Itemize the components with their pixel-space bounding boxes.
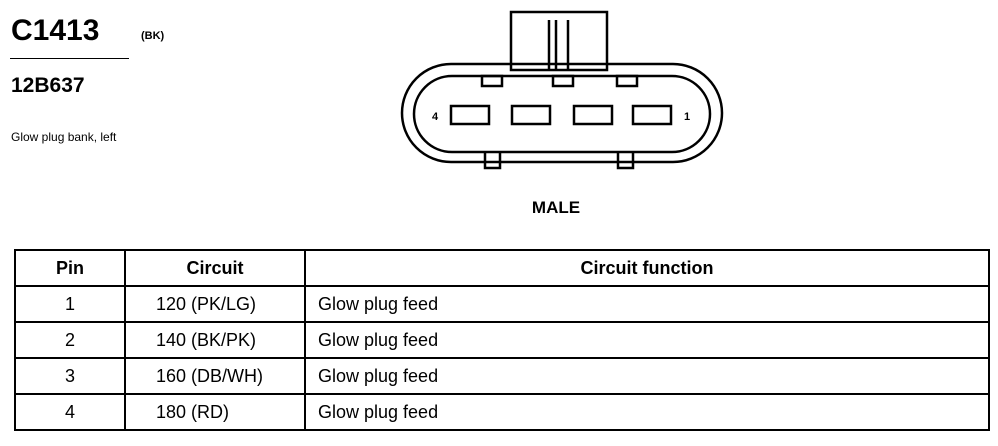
circuit-cell: 120 (PK/LG) [124,285,306,323]
connector-id-underline [10,58,129,59]
table-row: 1 120 (PK/LG) Glow plug feed [14,285,990,323]
pin-terminal-2 [572,104,614,126]
function-cell: Glow plug feed [304,393,990,431]
circuit-cell: 180 (RD) [124,393,306,431]
pin-cell: 4 [14,393,126,431]
connector-housing-inner [412,74,712,154]
connector-bottom-key [616,152,635,170]
connector-key [615,74,639,88]
pin-cell: 1 [14,285,126,323]
connector-id: C1413 [11,14,100,47]
pin-label-right: 1 [684,111,690,123]
connector-gender-label: MALE [531,198,581,217]
part-number: 12B637 [11,74,85,97]
table-row: 3 160 (DB/WH) Glow plug feed [14,357,990,395]
connector-color-code: (BK) [141,30,165,42]
function-cell: Glow plug feed [304,285,990,323]
pin-table: Pin Circuit Circuit function 1 120 (PK/L… [14,249,990,431]
connector-face-diagram: 4 1 [400,10,724,170]
pin-label-left: 4 [432,111,439,123]
column-header-pin: Pin [14,249,126,287]
column-header-function: Circuit function [304,249,990,287]
table-row: 4 180 (RD) Glow plug feed [14,393,990,431]
connector-key [551,74,575,88]
table-row: 2 140 (BK/PK) Glow plug feed [14,321,990,359]
connector-housing-outer [400,62,724,164]
circuit-cell: 160 (DB/WH) [124,357,306,395]
table-header-row: Pin Circuit Circuit function [14,249,990,287]
pin-terminal-4 [449,104,491,126]
pin-cell: 3 [14,357,126,395]
column-header-circuit: Circuit [124,249,306,287]
connector-key [480,74,504,88]
pin-terminal-3 [510,104,552,126]
circuit-cell: 140 (BK/PK) [124,321,306,359]
connector-locking-tab [509,10,609,72]
connector-description: Glow plug bank, left [11,130,117,144]
function-cell: Glow plug feed [304,357,990,395]
pin-terminal-1 [631,104,673,126]
pin-cell: 2 [14,321,126,359]
connector-bottom-key [483,152,502,170]
function-cell: Glow plug feed [304,321,990,359]
